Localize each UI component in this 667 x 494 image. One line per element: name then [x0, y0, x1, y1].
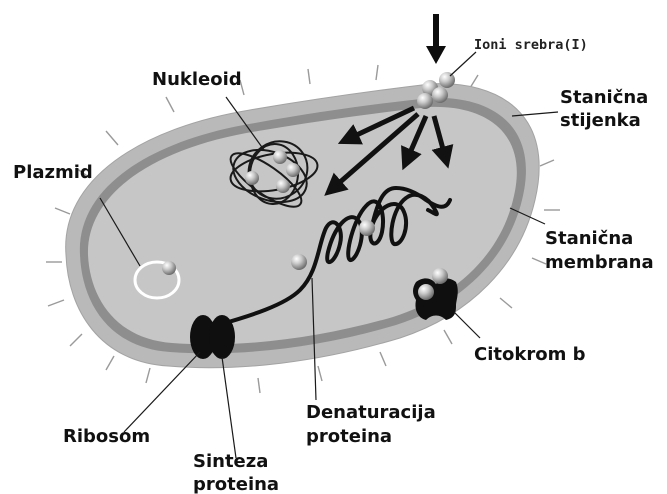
label-denaturation-line2: proteina	[306, 426, 392, 447]
label-nucleoid: Nukleoid	[152, 69, 242, 90]
label-synthesis-line2: proteina	[193, 474, 279, 494]
label-cell-wall-line2: stijenka	[560, 110, 641, 131]
label-cell-membrane-line1: Stanična	[545, 228, 633, 249]
plasmid-ion	[162, 261, 176, 275]
label-synthesis-line1: Sinteza	[193, 451, 268, 472]
protein-ion-1	[359, 220, 375, 236]
cytochrome-b	[413, 278, 458, 320]
cytochrome-ion-2	[432, 268, 448, 284]
label-ribosome: Ribosom	[63, 426, 150, 447]
cytochrome-ion-1	[418, 284, 434, 300]
label-cytochrome-b: Citokrom b	[474, 344, 586, 365]
label-denaturation-line1: Denaturacija	[306, 402, 436, 423]
protein-ion-2	[291, 254, 307, 270]
label-silver-ions: Ioni srebra(I)	[474, 37, 588, 53]
label-cell-membrane-line2: membrana	[545, 252, 654, 273]
incoming-arrow	[426, 14, 446, 64]
label-cell-wall-line1: Stanična	[560, 87, 648, 108]
label-plasmid: Plazmid	[13, 162, 93, 183]
